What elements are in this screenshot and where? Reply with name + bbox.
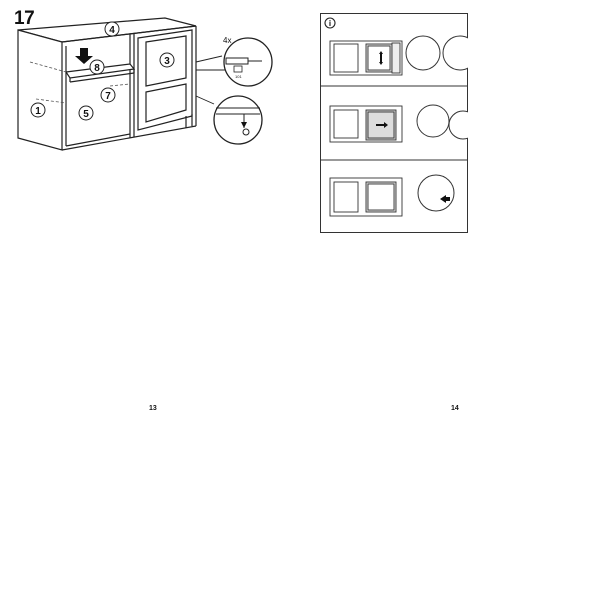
- step-number: 17: [14, 8, 35, 29]
- part-label-5: 5: [83, 109, 89, 120]
- part-label-7: 7: [105, 91, 111, 102]
- step-17-illustration: 4 8 3 7 1 5 4x 101: [17, 17, 273, 151]
- svg-text:i: i: [329, 19, 331, 28]
- part-label-4: 4: [109, 25, 115, 36]
- part-code: 101: [235, 74, 242, 79]
- page-number-right: 14: [451, 405, 459, 412]
- down-arrow-icon: [75, 48, 93, 64]
- quantity-label: 4x: [223, 36, 231, 45]
- part-label-3: 3: [164, 56, 170, 67]
- page-number-left: 13: [149, 405, 157, 412]
- magnifier-callout: [213, 37, 273, 145]
- part-label-8: 8: [94, 63, 100, 74]
- info-illustration: i: [320, 17, 468, 217]
- part-label-1: 1: [35, 106, 41, 117]
- info-icon: i: [324, 17, 336, 29]
